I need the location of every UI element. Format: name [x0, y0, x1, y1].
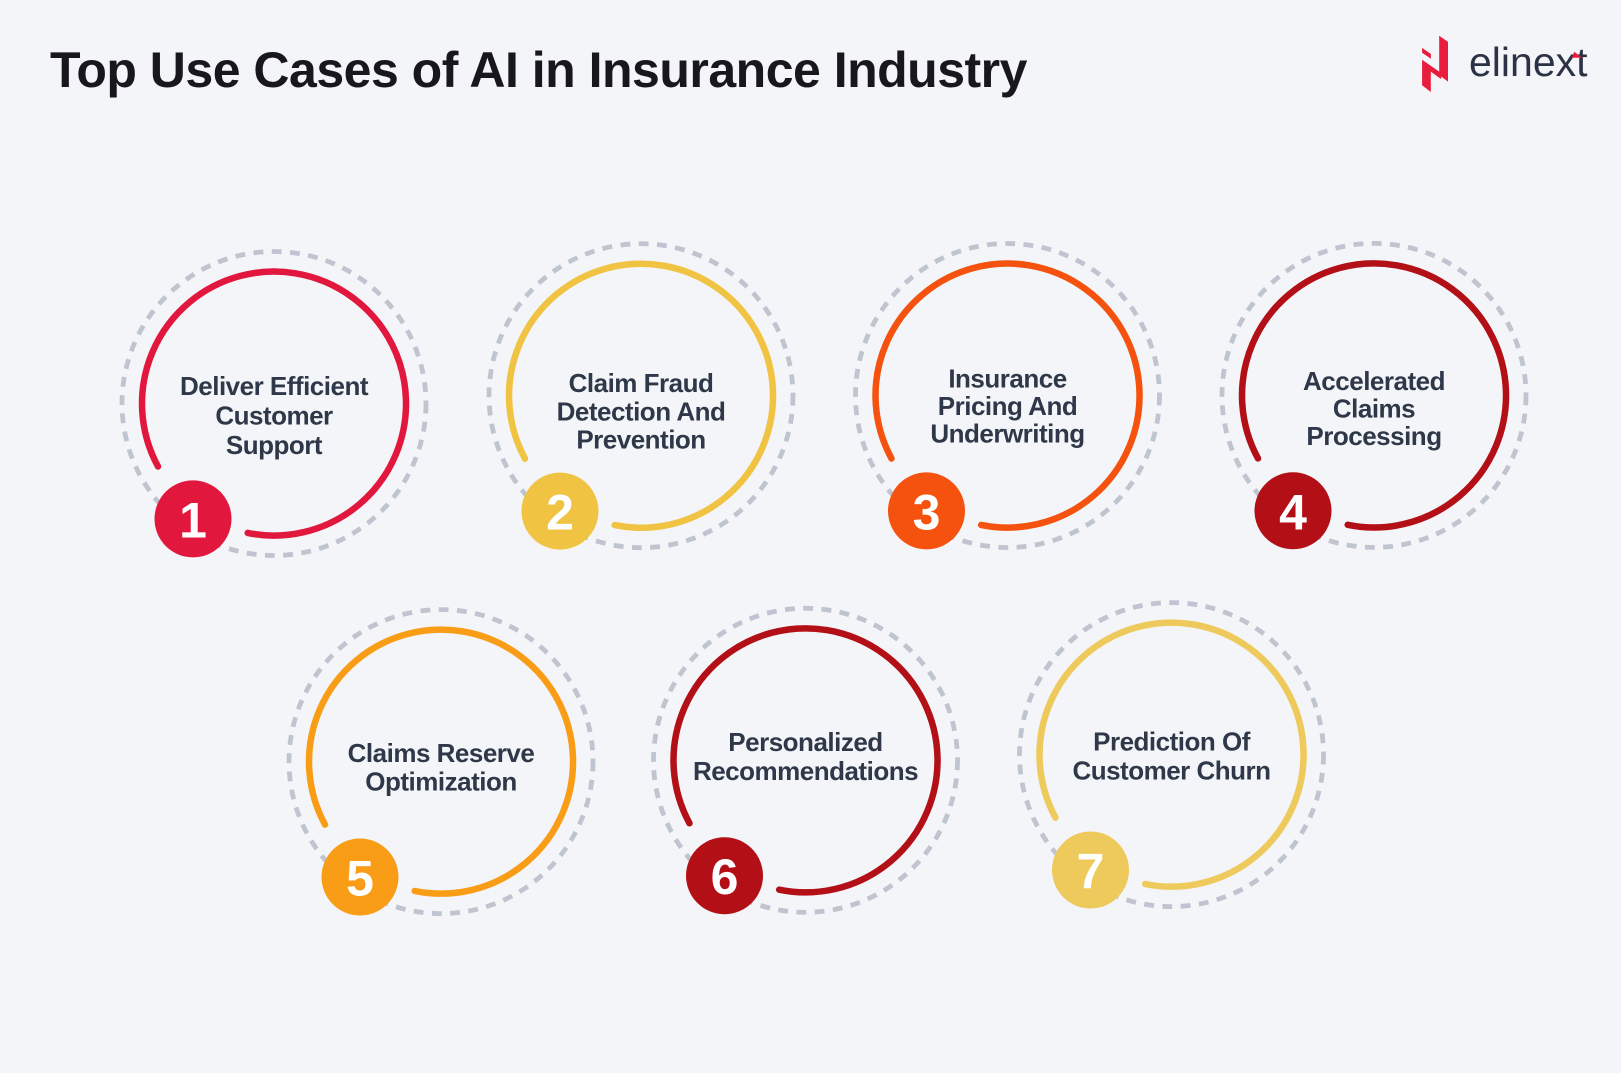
svg-text:Claims Reserve: Claims Reserve — [348, 738, 535, 768]
svg-text:2: 2 — [546, 485, 574, 541]
svg-text:7: 7 — [1077, 844, 1105, 900]
svg-text:Prediction Of: Prediction Of — [1093, 727, 1251, 757]
svg-text:Accelerated: Accelerated — [1303, 366, 1445, 396]
svg-text:Insurance: Insurance — [948, 364, 1066, 394]
svg-text:5: 5 — [346, 851, 374, 907]
svg-text:Processing: Processing — [1306, 421, 1441, 451]
svg-text:3: 3 — [913, 484, 941, 540]
svg-text:elinext: elinext — [1469, 39, 1588, 85]
svg-text:6: 6 — [711, 849, 739, 905]
svg-text:Optimization: Optimization — [365, 767, 516, 797]
svg-text:Customer Churn: Customer Churn — [1072, 756, 1270, 786]
svg-text:Claims: Claims — [1333, 394, 1415, 424]
svg-text:Recommendations: Recommendations — [693, 756, 918, 786]
svg-text:Deliver Efficient: Deliver Efficient — [180, 371, 369, 401]
svg-text:Top Use Cases of AI in Insuran: Top Use Cases of AI in Insurance Industr… — [50, 42, 1028, 98]
svg-text:Customer: Customer — [215, 401, 333, 431]
svg-text:Underwriting: Underwriting — [930, 419, 1084, 449]
svg-text:Detection And: Detection And — [557, 397, 726, 427]
svg-text:4: 4 — [1279, 484, 1307, 540]
svg-text:Pricing And: Pricing And — [938, 391, 1077, 421]
svg-text:Support: Support — [226, 430, 323, 460]
svg-text:1: 1 — [179, 492, 207, 548]
svg-text:Personalized: Personalized — [728, 727, 882, 757]
svg-text:Prevention: Prevention — [576, 425, 705, 455]
svg-text:Claim Fraud: Claim Fraud — [569, 368, 714, 398]
